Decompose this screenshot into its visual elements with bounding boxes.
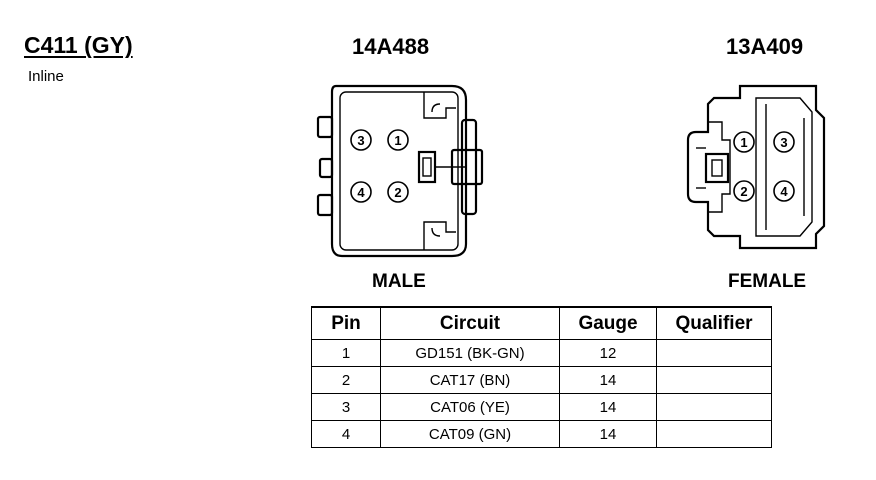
male-connector-drawing: 3 1 4 2 — [316, 84, 484, 258]
male-pin-label: 3 — [357, 133, 364, 148]
cell-pin: 2 — [311, 366, 381, 394]
female-pin-label: 3 — [780, 135, 787, 150]
cell-circuit: GD151 (BK-GN) — [380, 339, 560, 367]
cell-gauge: 14 — [559, 366, 657, 394]
female-pin-label: 1 — [740, 135, 747, 150]
cell-pin: 1 — [311, 339, 381, 367]
cell-pin: 3 — [311, 393, 381, 421]
header-qualifier: Qualifier — [656, 306, 772, 340]
header-pin: Pin — [311, 306, 381, 340]
cell-gauge: 14 — [559, 420, 657, 448]
cell-pin: 4 — [311, 420, 381, 448]
table-row: 2 CAT17 (BN) 14 — [311, 366, 772, 394]
male-label: MALE — [372, 271, 426, 292]
female-connector-drawing: 1 3 2 4 — [686, 84, 826, 250]
table-row: 4 CAT09 (GN) 14 — [311, 420, 772, 448]
female-pin-label: 2 — [740, 184, 747, 199]
female-pin-label: 4 — [780, 184, 788, 199]
connector-location: Inline — [28, 68, 64, 85]
male-pin-label: 1 — [394, 133, 401, 148]
male-pin-label: 4 — [357, 185, 365, 200]
header-gauge: Gauge — [559, 306, 657, 340]
cell-gauge: 14 — [559, 393, 657, 421]
header-circuit: Circuit — [380, 306, 560, 340]
female-label: FEMALE — [728, 271, 807, 292]
cell-qualifier — [656, 339, 772, 367]
connector-id: C411 (GY) — [24, 32, 133, 58]
pinout-table: Pin Circuit Gauge Qualifier 1 GD151 (BK-… — [311, 306, 772, 448]
cell-qualifier — [656, 366, 772, 394]
cell-circuit: CAT17 (BN) — [380, 366, 560, 394]
cell-circuit: CAT06 (YE) — [380, 393, 560, 421]
table-row: 3 CAT06 (YE) 14 — [311, 393, 772, 421]
cell-qualifier — [656, 420, 772, 448]
female-part-number: 13A409 — [726, 34, 804, 59]
male-part-number: 14A488 — [352, 34, 430, 59]
cell-circuit: CAT09 (GN) — [380, 420, 560, 448]
cell-qualifier — [656, 393, 772, 421]
table-row: 1 GD151 (BK-GN) 12 — [311, 339, 772, 367]
cell-gauge: 12 — [559, 339, 657, 367]
table-header-row: Pin Circuit Gauge Qualifier — [311, 306, 772, 340]
male-pin-label: 2 — [394, 185, 401, 200]
